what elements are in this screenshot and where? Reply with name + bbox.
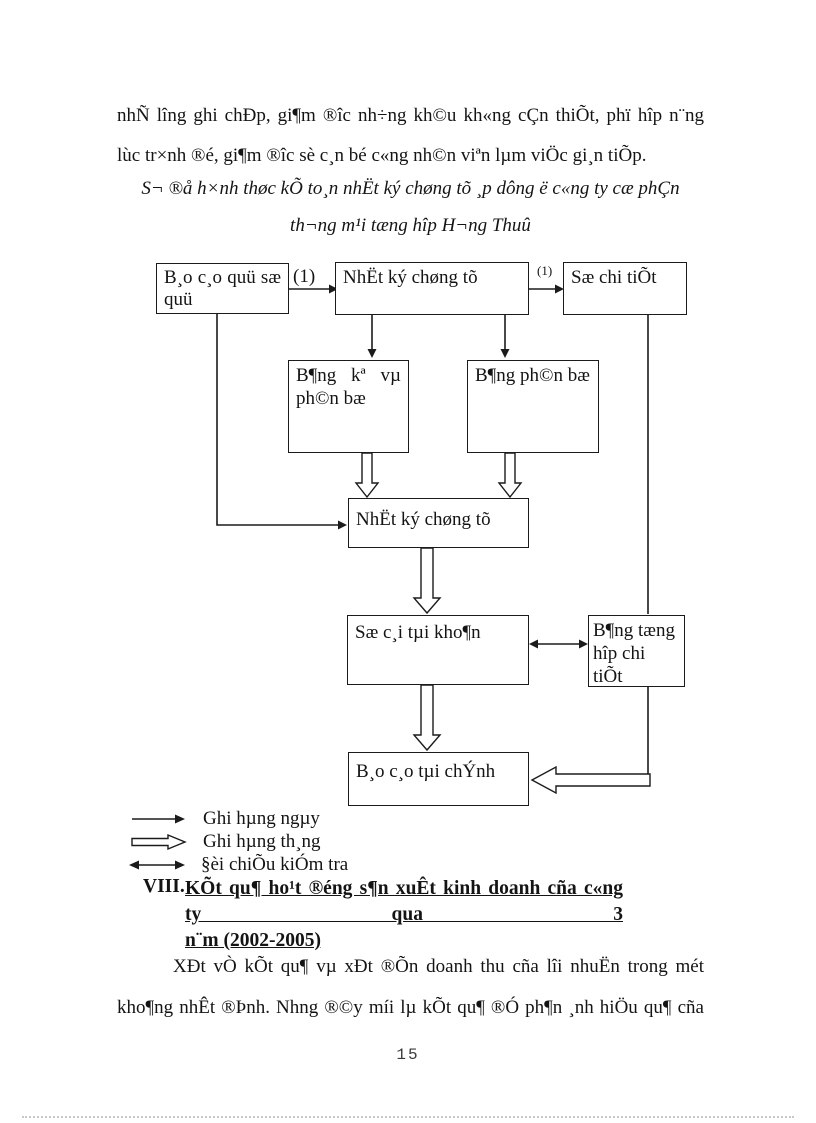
- hollow-arrow-bangke-to-nkct2: [354, 452, 380, 499]
- paragraph-top-line-1: nhÑ lîng ghi chÐp, gi¶m ®îc nh÷ng kh©u k…: [117, 105, 704, 126]
- flow-box-bao-cao-tai-chinh: B¸o c¸o tµi chÝnh: [348, 752, 529, 806]
- paragraph-bottom-line-1: XÐt vÒ kÕt qu¶ vµ xÐt ®Õn doanh thu cña …: [173, 956, 704, 977]
- legend-label-check: §èi chiÕu kiÓm tra: [201, 853, 349, 875]
- section-heading-line-2: n¨m (2002-2005): [185, 930, 321, 951]
- flow-box-so-chi-tiet-line-1: Sæ chi tiÕt: [571, 267, 657, 288]
- arrow-nkct-to-bangphanbo-head: [500, 349, 510, 358]
- paragraph-top-line-2: lùc tr×nh ®é, gi¶m ®îc sè c¸n bé c«ng nh…: [117, 145, 647, 166]
- flow-box-nhat-ky-chung-tu-top: NhËt ký chøng tõ: [335, 262, 529, 315]
- hollow-arrow-socai-to-baocao: [412, 684, 442, 752]
- diagram-caption-line-1: S¬ ®å h×nh thøc kÕ to¸n nhËt ký chøng tõ…: [141, 178, 680, 199]
- flow-box-bang-tong-hop-line-1: B¶ng tæng: [593, 620, 675, 641]
- flow-box-bao-cao-quy: B¸o c¸o quü sæ quü: [156, 263, 289, 314]
- flow-box-so-cai: Sæ c¸i tµi kho¶n: [347, 615, 529, 685]
- flow-box-nkct-top-line-1: NhËt ký chøng tõ: [343, 267, 478, 288]
- arrow-double-right-head: [579, 639, 588, 649]
- page-number: 15: [396, 1046, 420, 1064]
- hollow-arrow-bangphanbo-to-nkct2: [497, 452, 523, 499]
- section-heading: KÕt qu¶ ho¹t ®éng s¶n xuÊt kinh doanh cñ…: [185, 876, 623, 954]
- legend-label-monthly: Ghi hµng th¸ng: [203, 830, 321, 852]
- flow-arrow-label-1: (1): [293, 266, 316, 287]
- paragraph-bottom: XÐt vÒ kÕt qu¶ vµ xÐt ®Õn doanh thu cña …: [117, 946, 704, 1028]
- flow-box-bao-cao-quy-line-2: quü: [164, 289, 193, 310]
- page-bottom-dotted-rule: [22, 1116, 794, 1118]
- diagram-caption-line-2: th¬ng m¹i tæng hîp H¬ng Thuû: [290, 215, 531, 236]
- hollow-arrow-right-to-baocao: [530, 765, 651, 795]
- flow-box-bang-phan-bo: B¶ng ph©n bæ: [467, 360, 599, 453]
- legend-label-daily: Ghi hµng ngµy: [203, 807, 320, 829]
- legend-item-monthly: Ghi hµng th¸ng: [130, 830, 321, 853]
- double-arrow-icon: [129, 860, 185, 869]
- flow-box-bang-ke-phan-bo: B¶ng kª vµ ph©n bæ: [288, 360, 409, 453]
- flow-box-bao-cao-quy-line-1: B¸o c¸o quü sæ: [164, 267, 281, 288]
- flow-box-bang-tong-hop: B¶ng tæng hîp chi tiÕt: [588, 615, 685, 687]
- flow-arrow-label-2: (1): [537, 263, 553, 278]
- flow-box-bao-cao-tai-chinh-line-1: B¸o c¸o tµi chÝnh: [356, 761, 496, 782]
- arrow-double-left-head: [529, 639, 538, 649]
- hollow-arrow-nkct2-to-socai: [412, 547, 442, 615]
- diagram-caption: S¬ ®å h×nh thøc kÕ to¸n nhËt ký chøng tõ…: [107, 170, 714, 244]
- flow-box-bang-tong-hop-line-2: hîp chi: [593, 643, 646, 664]
- flow-box-bang-ke-line-1: B¶ng kª vµ: [296, 365, 401, 386]
- paragraph-top: nhÑ lîng ghi chÐp, gi¶m ®îc nh÷ng kh©u k…: [117, 96, 704, 176]
- legend-item-check: §èi chiÕu kiÓm tra: [128, 853, 348, 876]
- flow-box-so-cai-line-1: Sæ c¸i tµi kho¶n: [355, 622, 481, 643]
- paragraph-bottom-line-2: kho¶ng nhÊt ®Þnh. Nhng ®©y míi lµ kÕt qu…: [117, 997, 704, 1018]
- legend-item-daily: Ghi hµng ngµy: [130, 807, 320, 830]
- section-number: VIII.: [143, 876, 185, 897]
- arrow-quy-elbow-to-nkct2-head: [338, 520, 347, 530]
- arrow-nkct-to-bangke-head: [367, 349, 377, 358]
- flow-box-nhat-ky-chung-tu-mid: NhËt ký chøng tõ: [348, 498, 529, 548]
- solid-arrow-icon: [132, 814, 185, 823]
- flow-box-bang-ke-line-2: ph©n bæ: [296, 388, 366, 409]
- section-heading-line-1: KÕt qu¶ ho¹t ®éng s¶n xuÊt kinh doanh cñ…: [185, 878, 623, 925]
- hollow-arrow-icon: [131, 833, 187, 850]
- flow-box-nkct-mid-line-1: NhËt ký chøng tõ: [356, 509, 491, 530]
- flow-box-bang-phan-bo-line-1: B¶ng ph©n bæ: [475, 365, 590, 386]
- flow-box-so-chi-tiet: Sæ chi tiÕt: [563, 262, 687, 315]
- flow-box-bang-tong-hop-line-3: tiÕt: [593, 666, 623, 687]
